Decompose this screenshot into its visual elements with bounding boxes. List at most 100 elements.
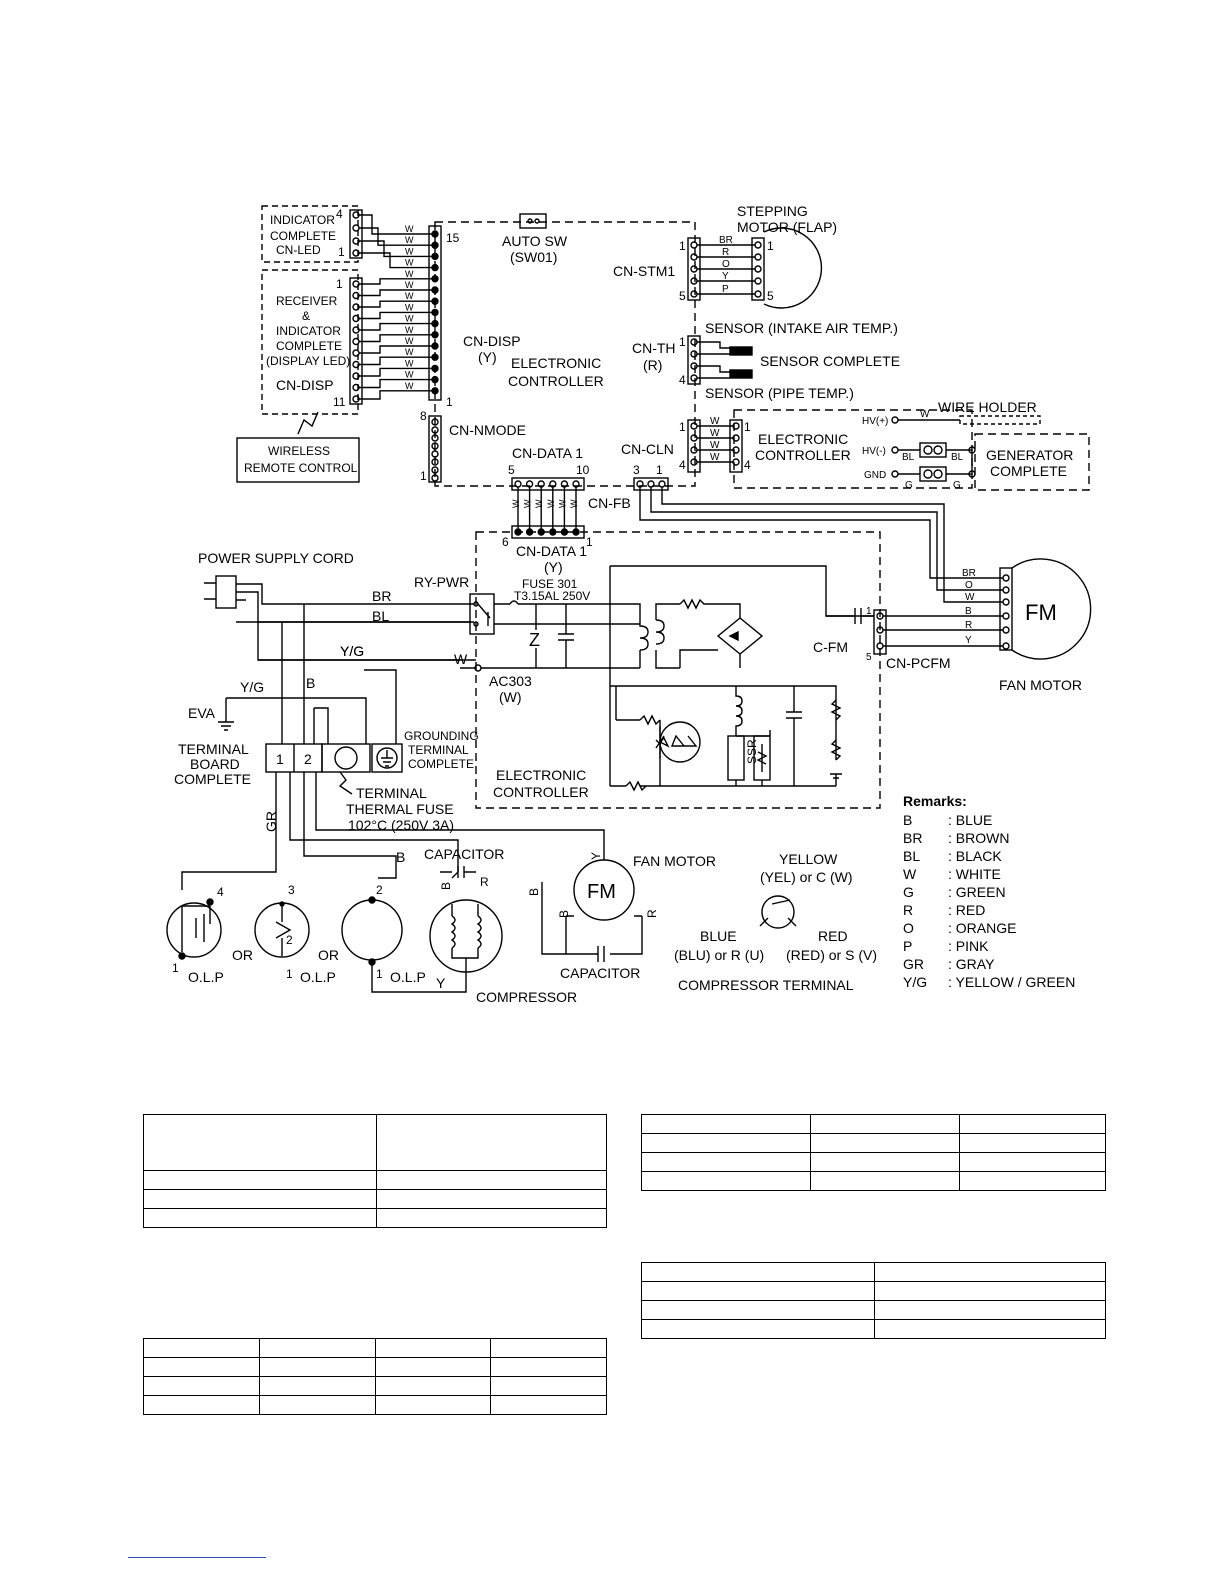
wire [359,345,432,354]
receiver-indicator-complete: RECEIVER & INDICATOR COMPLETE (DISPLAY L… [261,269,363,415]
svg-text:R: R [480,875,489,889]
pin [514,480,522,488]
svg-text:G: G [905,480,913,491]
cn-fb-wires [639,487,1003,603]
fan-motor-bottom: FM FAN MOTOR Y B B R CAPACITOR [527,852,716,981]
fuse-301: FUSE 301 T3.15AL 250V [494,577,641,620]
cn-disp-connector: 15 1 CN-DISP (Y) [428,225,521,409]
grounding-terminal: GROUNDING TERMINAL COMPLETE [371,729,479,773]
svg-text:ELECTRONIC: ELECTRONIC [496,767,586,783]
svg-text:TERMINAL: TERMINAL [178,741,249,757]
wire [359,356,432,366]
pin [431,241,439,249]
svg-text:Y/G: Y/G [240,679,264,695]
bridge-rectifier [679,617,764,668]
svg-text:G: G [953,480,961,491]
svg-text:FAN MOTOR: FAN MOTOR [999,677,1082,693]
svg-text:CN-DATA 1: CN-DATA 1 [512,445,583,461]
svg-text:Z: Z [529,630,540,650]
wire [359,278,432,285]
electronic-controller-label: ELECTRONIC [511,355,601,371]
svg-text:R: R [722,247,729,258]
svg-text:5: 5 [767,289,774,303]
remark-code: O [903,920,914,936]
remark-color: : GREEN [948,884,1006,900]
svg-text:(R): (R) [643,357,662,373]
svg-text:WIRE HOLDER: WIRE HOLDER [938,399,1037,415]
blank-table-3 [641,1114,1106,1191]
wire [359,367,432,377]
svg-text:REMOTE CONTROL: REMOTE CONTROL [244,461,358,475]
cn-pcfm-connector: 1 5 CN-PCFM [866,606,1003,671]
remark-code: G [903,884,914,900]
svg-text:SENSOR (INTAKE AIR TEMP.): SENSOR (INTAKE AIR TEMP.) [705,320,898,336]
remark-color: : ORANGE [948,920,1016,936]
svg-text:B: B [306,675,315,691]
fan-motor-right: BR O W B R Y FM FAN MOTOR [962,558,1092,693]
svg-text:3: 3 [633,463,640,477]
generator-complete: GENERATOR COMPLETE [974,433,1090,491]
svg-text:(Y): (Y) [478,349,497,365]
wire-label: W [405,258,414,268]
wire [359,300,432,308]
wire-label: W [405,246,414,256]
svg-text:CN-DISP: CN-DISP [276,377,334,393]
svg-text:FAN MOTOR: FAN MOTOR [633,853,716,869]
wire-label: W [405,302,414,312]
svg-text:CAPACITOR: CAPACITOR [424,846,504,862]
svg-text:1: 1 [744,420,751,434]
svg-text:Y: Y [965,635,972,646]
remark-code: R [903,902,913,918]
svg-text:GROUNDING: GROUNDING [404,729,479,743]
remark-color: : YELLOW / GREEN [948,974,1075,990]
svg-text:4: 4 [744,458,751,472]
svg-text:10: 10 [576,463,590,477]
svg-text:1: 1 [679,420,686,434]
wireless-remote-control: WIRELESS REMOTE CONTROL [236,411,360,483]
indicator-complete: INDICATOR COMPLETE CN-LED 4 1 [261,205,363,263]
svg-text:4: 4 [679,373,686,387]
svg-text:CN-STM1: CN-STM1 [613,263,675,279]
remark-color: : WHITE [948,866,1001,882]
compressor-terminal: YELLOW (YEL) or C (W) BLUE (BLU) or R (U… [674,851,877,993]
svg-text:(Y): (Y) [544,559,563,575]
remark-color: : RED [948,902,985,918]
svg-text:FUSE 301: FUSE 301 [522,577,578,591]
svg-text:INDICATOR: INDICATOR [276,324,341,338]
svg-text:Y/G: Y/G [340,643,364,659]
svg-text:Y: Y [589,852,603,860]
svg-text:COMPLETE: COMPLETE [270,229,336,243]
svg-text:BL: BL [372,608,389,624]
svg-text:R: R [645,909,659,918]
svg-text:1: 1 [767,239,774,253]
auto-sw: AUTO SW (SW01) [502,213,568,265]
remark-color: : PINK [948,938,989,954]
svg-text:11: 11 [333,395,346,409]
svg-text:&: & [302,309,310,323]
wire-label: W [405,224,414,234]
svg-text:1: 1 [866,606,872,617]
wire-label: W [405,325,414,335]
remark-code: BL [903,848,920,864]
cn-nmode-connector: 8 1 CN-NMODE [420,409,526,483]
svg-text:B: B [965,606,972,617]
svg-text:(W): (W) [499,689,522,705]
wire [359,214,432,235]
svg-text:INDICATOR: INDICATOR [270,213,335,227]
svg-text:5: 5 [866,652,872,663]
triac-opto [655,721,701,763]
filter-capacitor [558,604,574,668]
power-supply-cord: POWER SUPPLY CORD BR BL Y/G W [198,550,476,667]
wire-label: W [405,269,414,279]
svg-text:(YEL) or C (W): (YEL) or C (W) [760,869,853,885]
svg-text:B: B [527,888,541,896]
electronic-controller-top-box [434,221,696,487]
remark-code: Y/G [903,974,927,990]
svg-text:O.L.P: O.L.P [188,969,224,985]
svg-text:1: 1 [679,335,686,349]
electronic-controller-label: CONTROLLER [508,373,604,389]
svg-text:RECEIVER: RECEIVER [276,294,338,308]
resistor [639,714,661,726]
wire [359,252,432,269]
